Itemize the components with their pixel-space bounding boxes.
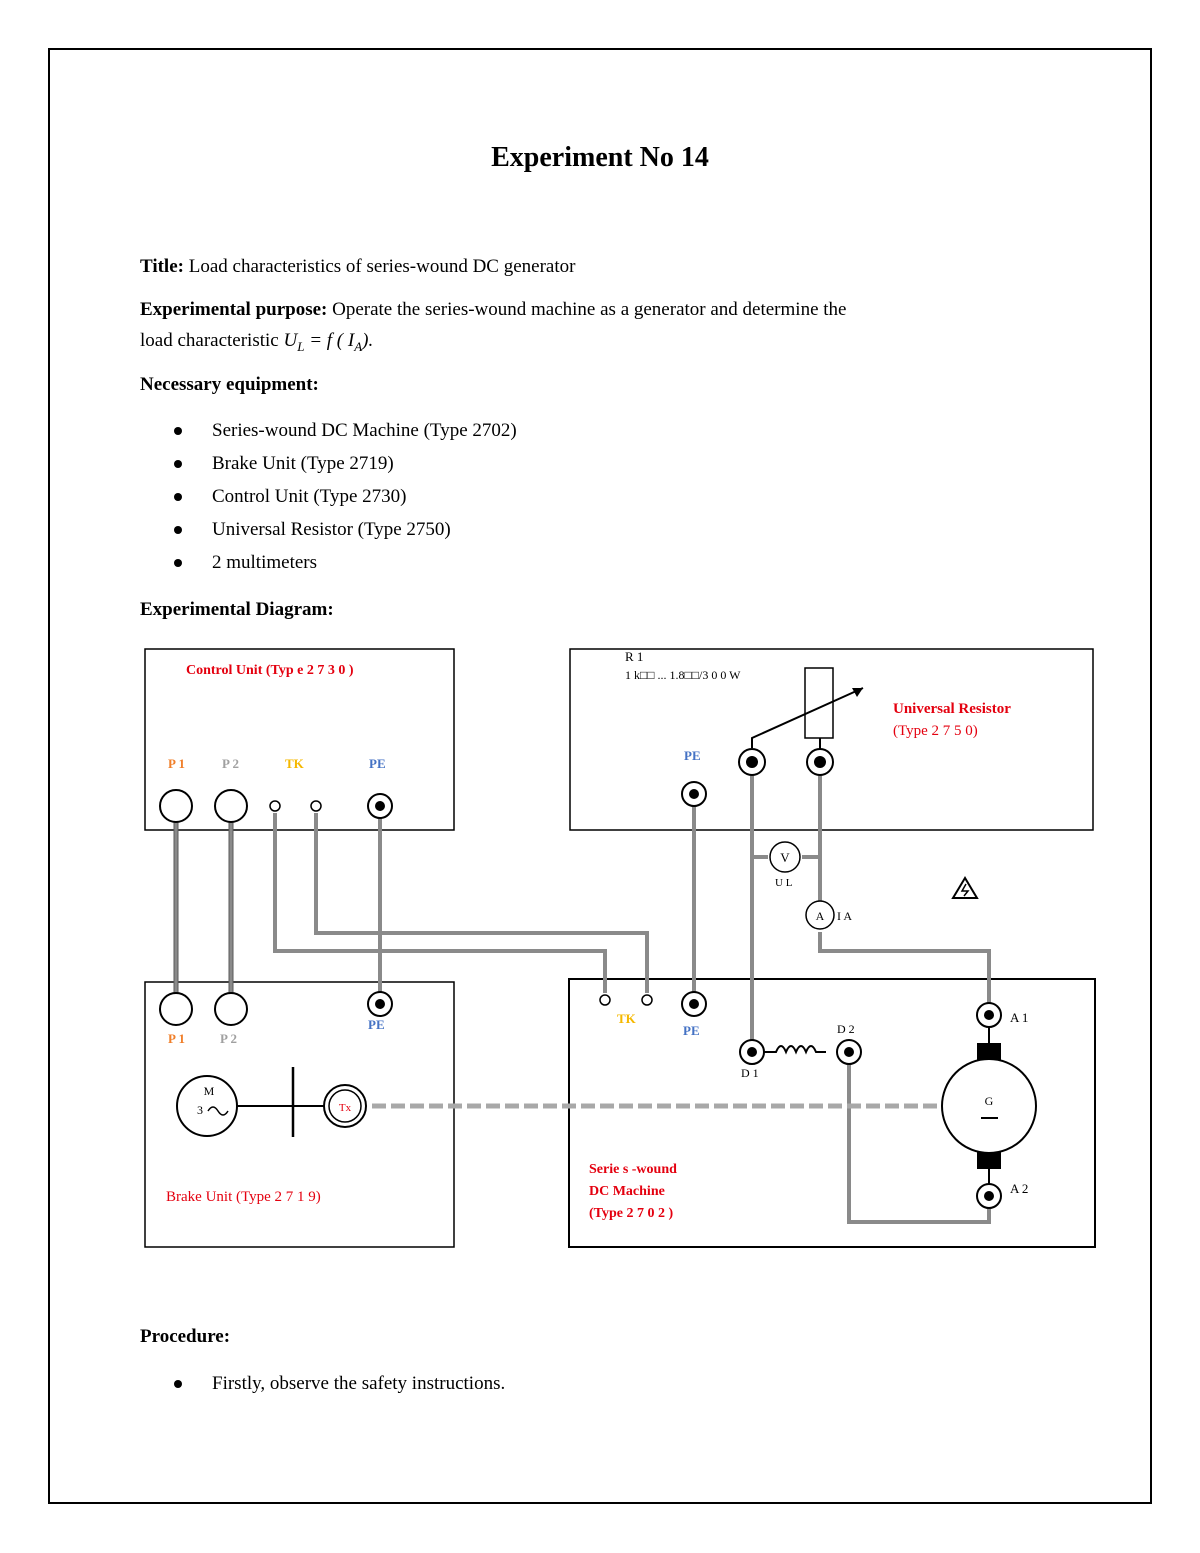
r1-label: R 1 [625, 649, 643, 664]
field-winding [764, 1045, 826, 1055]
motor-symbol: M [204, 1084, 215, 1098]
universal-resistor-box [569, 648, 1094, 831]
ammeter-symbol: A [816, 909, 825, 923]
purpose-formula: UL = f ( IA). [283, 330, 374, 354]
voltmeter-symbol: V [780, 850, 790, 865]
a1-label: A 1 [1010, 1010, 1028, 1025]
tacho-icon [323, 1084, 367, 1128]
voltmeter [769, 841, 801, 873]
brake-unit-box [144, 981, 455, 1248]
socket-p1-top [159, 789, 193, 823]
list-item: Firstly, observe the safety instructions… [140, 1367, 505, 1400]
p2-top-label: P 2 [222, 756, 239, 771]
title-text: Load characteristics of series-wound DC … [188, 256, 576, 277]
d2-label: D 2 [837, 1022, 855, 1036]
control-unit-box [144, 648, 455, 831]
control-unit-label: Control Unit (Typ e 2 7 3 0 ) [186, 663, 354, 678]
generator-symbol: G [985, 1094, 994, 1108]
p2-bottom-label: P 2 [220, 1031, 237, 1046]
socket-tk1-top [269, 800, 281, 812]
pe-top-label: PE [369, 756, 386, 771]
brake-unit-label: Brake Unit (Type 2 7 1 9) [166, 1189, 321, 1205]
pe-resistor-label: PE [684, 748, 701, 763]
pe-machine-label: PE [683, 1023, 700, 1038]
tk-bottom-label: TK [617, 1011, 637, 1026]
ia-label: I A [837, 909, 852, 923]
equipment-heading: Necessary equipment: [140, 369, 1060, 400]
socket-tk2-bottom [641, 994, 653, 1006]
list-item: Brake Unit (Type 2719) [140, 447, 517, 480]
generator-icon [941, 1058, 1037, 1154]
p1-top-label: P 1 [168, 756, 185, 771]
ul-label: U L [775, 877, 793, 889]
socket-tk1-bottom [599, 994, 611, 1006]
equipment-list: Series-wound DC Machine (Type 2702) Brak… [140, 414, 517, 579]
procedure-label: Procedure: [140, 1326, 231, 1347]
series-machine-box [568, 978, 1096, 1248]
universal-resistor-type: (Type 2 7 5 0) [893, 723, 978, 739]
list-item: 2 multimeters [140, 546, 517, 579]
series-machine-label-1: Serie s -wound [589, 1162, 677, 1177]
page-border [48, 48, 1152, 1504]
page-heading: Experiment No 14 [491, 142, 709, 173]
procedure-list: Firstly, observe the safety instructions… [140, 1367, 505, 1400]
tk-top-label: TK [285, 756, 305, 771]
diagram-label: Experimental Diagram: [140, 599, 334, 620]
list-item: Control Unit (Type 2730) [140, 480, 517, 513]
procedure-heading: Procedure: [140, 1321, 1060, 1352]
purpose-text: Operate the series-wound machine as a ge… [332, 299, 847, 320]
a2-label: A 2 [1010, 1181, 1028, 1196]
r1-rating: 1 k□□ ... 1.8□□/3 0 0 W [625, 668, 741, 682]
socket-p2-top [214, 789, 248, 823]
d1-label: D 1 [741, 1066, 759, 1080]
title-label: Title: [140, 256, 184, 277]
diagram-heading: Experimental Diagram: [140, 594, 1060, 625]
tacho-label: Tx [339, 1102, 352, 1114]
pe-brake-label: PE [368, 1017, 385, 1032]
wires [174, 774, 991, 1224]
universal-resistor-label: Universal Resistor [893, 701, 1011, 717]
socket-p1-bottom [159, 992, 193, 1026]
equipment-label: Necessary equipment: [140, 374, 319, 395]
p1-bottom-label: P 1 [168, 1031, 185, 1046]
formula: UL = f ( IA). [283, 330, 374, 354]
ammeter [805, 900, 835, 930]
warning-icon [951, 876, 979, 899]
list-item: Series-wound DC Machine (Type 2702) [140, 414, 517, 447]
socket-p2-bottom [214, 992, 248, 1026]
list-item: Universal Resistor (Type 2750) [140, 513, 517, 546]
series-machine-label-2: DC Machine [589, 1184, 665, 1199]
purpose-text-2: load characteristic [140, 330, 279, 351]
purpose-label: Experimental purpose: [140, 299, 328, 320]
title-line: Title: Load characteristics of series-wo… [140, 251, 1060, 282]
socket-tk2-top [310, 800, 322, 812]
motor-phase: 3 [197, 1103, 203, 1117]
series-machine-label-3: (Type 2 7 0 2 ) [589, 1206, 673, 1221]
purpose-paragraph: Experimental purpose: Operate the series… [140, 294, 1060, 362]
